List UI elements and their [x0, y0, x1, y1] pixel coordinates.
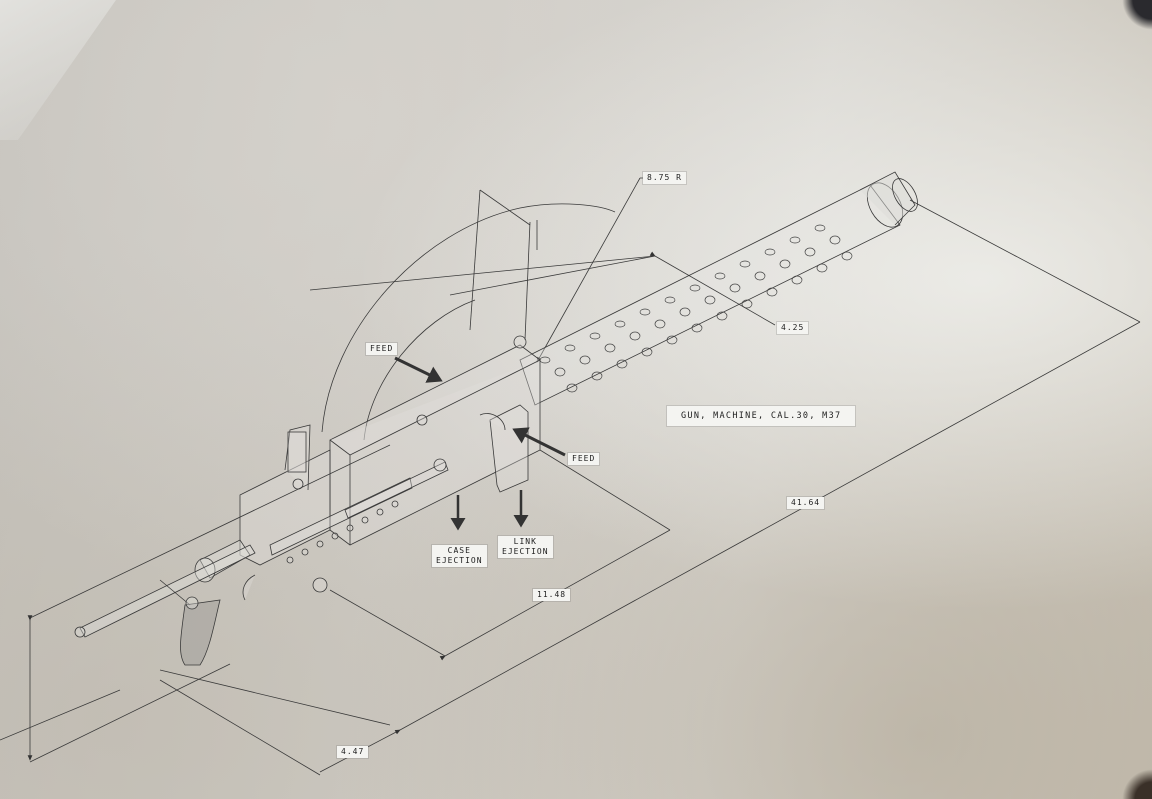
- drawing-title-label: GUN, MACHINE, CAL.30, M37: [667, 406, 856, 426]
- barrel-offset-dimension-label: 4.25: [777, 322, 809, 334]
- photo-edge-bottom-right: [1122, 769, 1152, 799]
- photo-edge-top-right: [1122, 0, 1152, 30]
- link-ejection-line-2: EJECTION: [502, 547, 549, 556]
- cover-swing-arc: [321, 203, 616, 433]
- feed-side-label: FEED: [568, 453, 600, 465]
- link-ejection-label: LINK EJECTION: [498, 536, 553, 558]
- overall-length-dimension-label: 41.64: [787, 497, 825, 509]
- link-ejection-line-1: LINK: [513, 537, 537, 546]
- grip-offset-dimension-label: 4.47: [337, 746, 369, 758]
- case-ejection-line-2: EJECTION: [436, 556, 483, 565]
- receiver: [239, 335, 541, 601]
- grip-assembly: [74, 539, 256, 666]
- case-ejection-line-1: CASE: [447, 546, 471, 555]
- feed-top-label: FEED: [366, 343, 398, 355]
- barrel-jacket: [519, 171, 918, 406]
- receiver-length-dimension-label: 11.48: [533, 589, 571, 601]
- case-ejection-label: CASE EJECTION: [432, 545, 487, 567]
- radius-dimension-label: 8.75 R: [643, 172, 686, 184]
